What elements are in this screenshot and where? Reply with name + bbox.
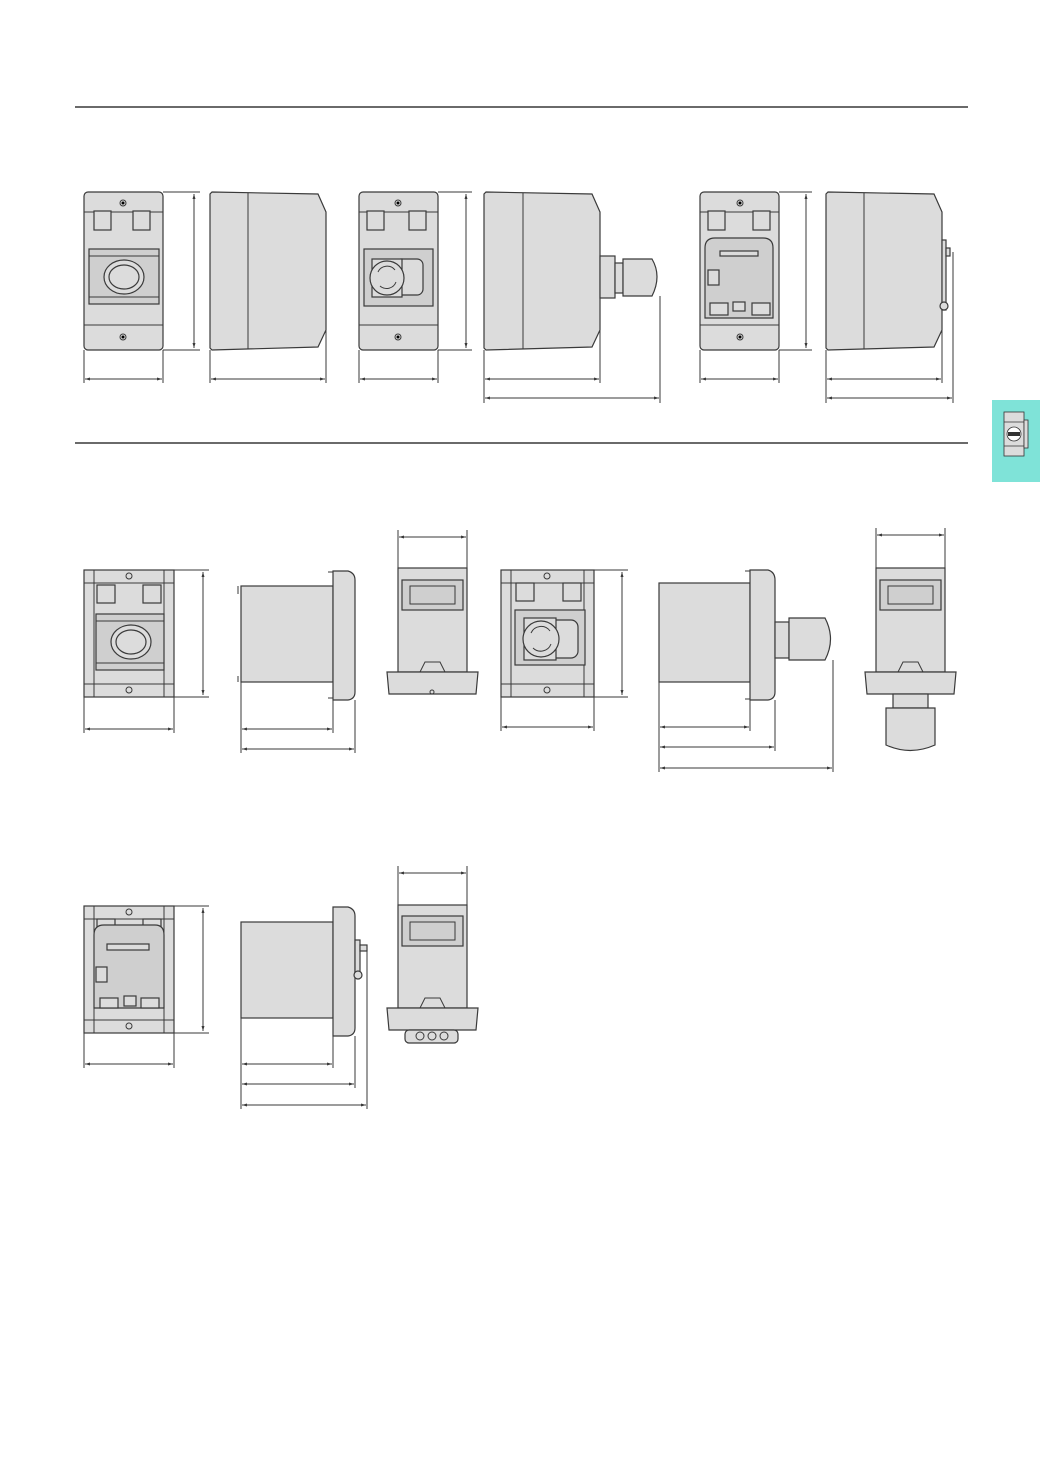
flush-enclosure-side-view-switch <box>237 570 356 753</box>
surface-enclosure-front-view-breaker <box>699 191 780 351</box>
surface-enclosure-side-view-emergency-stop <box>483 191 661 403</box>
dimension-lines <box>699 191 812 383</box>
dimension-lines <box>358 191 472 383</box>
surface-enclosure-front-view-switch <box>83 191 164 351</box>
motor-protection-breaker-icon <box>992 400 1040 482</box>
flush-enclosure-side-view-breaker <box>240 906 368 1109</box>
flush-enclosure-side-view-emergency-stop <box>658 569 834 772</box>
surface-enclosure-side-view-switch <box>209 191 327 383</box>
flush-enclosure-bottom-view-emergency-stop <box>864 528 957 752</box>
surface-enclosure-front-view-emergency-stop <box>358 191 439 351</box>
flush-enclosure-bottom-view-breaker <box>386 866 479 1044</box>
surface-enclosure-side-view-breaker <box>825 191 954 403</box>
dimension-lines <box>83 191 200 383</box>
flush-enclosure-front-view-switch <box>83 569 209 733</box>
flush-enclosure-front-view-breaker <box>83 905 209 1068</box>
side-tab <box>992 400 1040 482</box>
flush-enclosure-front-view-emergency-stop <box>500 569 628 731</box>
flush-enclosure-bottom-view-switch <box>386 530 479 695</box>
